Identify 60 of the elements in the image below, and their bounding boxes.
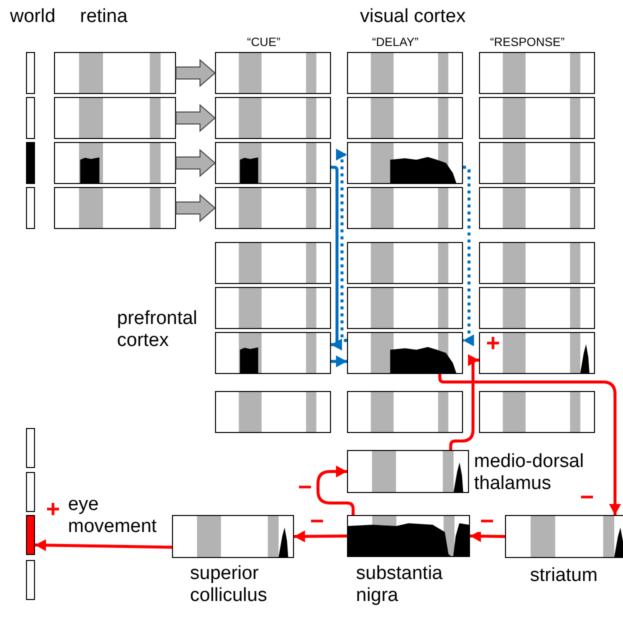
activity-panel <box>215 287 331 329</box>
region-label: prefrontal cortex <box>117 308 198 352</box>
activity-panel <box>215 187 331 229</box>
phase-label: “CUE” <box>247 35 282 49</box>
world-bar <box>26 515 35 555</box>
column-heading: world <box>10 6 56 28</box>
region-label: superior colliculus <box>190 563 268 607</box>
activity-panel <box>215 332 331 374</box>
column-heading: retina <box>80 6 129 28</box>
block-arrow <box>176 148 216 178</box>
arrow <box>438 374 621 515</box>
block-arrow <box>176 104 216 132</box>
activity-panel <box>215 142 331 184</box>
world-bar <box>26 187 35 229</box>
arrow <box>470 530 506 542</box>
activity-panel <box>54 142 176 184</box>
activity-panel <box>215 391 331 433</box>
activity-panel <box>54 97 176 139</box>
activity-panel <box>54 52 176 94</box>
activity-panel <box>479 187 595 229</box>
arrow <box>449 354 479 450</box>
activity-panel <box>347 142 463 184</box>
phase-label: “RESPONSE” <box>490 35 566 49</box>
column-heading: visual cortex <box>360 6 467 28</box>
activity-panel <box>479 287 595 329</box>
activity-panel <box>54 187 176 229</box>
region-label: striatum <box>530 565 599 587</box>
activity-panel <box>479 97 595 139</box>
activity-panel <box>215 242 331 284</box>
activity-panel <box>347 391 463 433</box>
block-arrow <box>176 58 216 88</box>
activity-panel <box>479 142 595 184</box>
dotted-arrow <box>336 148 347 342</box>
activity-panel <box>347 97 463 139</box>
activity-panel <box>347 52 463 94</box>
arrow <box>316 466 355 515</box>
activity-panel <box>347 287 463 329</box>
arrow <box>331 355 347 368</box>
world-bar <box>26 560 35 600</box>
activity-panel <box>347 242 463 284</box>
region-label: substantia nigra <box>356 563 444 607</box>
activity-panel <box>479 52 595 94</box>
world-bar <box>26 97 35 139</box>
activity-panel <box>479 332 595 374</box>
arrow <box>34 539 172 552</box>
world-bar <box>26 52 35 94</box>
world-bar <box>26 428 35 468</box>
output-label: eye movement <box>68 494 158 538</box>
activity-panel <box>479 391 595 433</box>
arrow <box>331 166 342 351</box>
activity-panel <box>347 187 463 229</box>
activity-panel <box>215 52 331 94</box>
arrow <box>294 530 348 542</box>
world-bar <box>26 472 35 512</box>
world-bar <box>26 142 35 184</box>
activity-panel <box>479 242 595 284</box>
block-arrow <box>176 194 216 222</box>
activity-panel <box>215 97 331 139</box>
phase-label: “DELAY” <box>372 35 420 49</box>
activity-panel <box>347 332 463 374</box>
